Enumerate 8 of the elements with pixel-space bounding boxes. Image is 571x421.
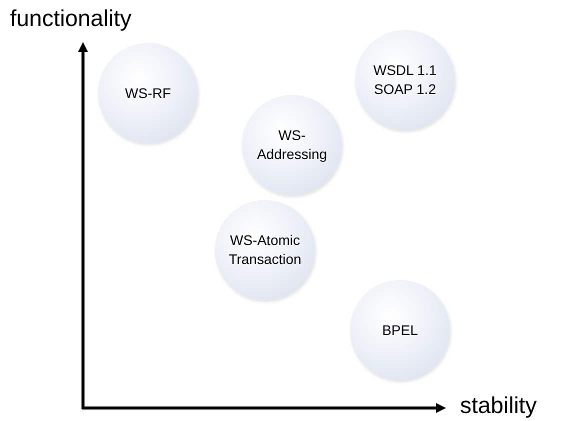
bubble-label: WS-RF — [125, 84, 171, 102]
bubble-label: WSDL 1.1 — [373, 61, 437, 80]
x-axis-title: stability — [460, 392, 537, 419]
bubble-label: SOAP 1.2 — [374, 80, 436, 99]
bubble-label: WS-Atomic Transaction — [228, 231, 302, 269]
y-axis-title: functionality — [10, 5, 132, 32]
bubble-label: BPEL — [382, 320, 418, 340]
bubble-label: WS- Addressing — [256, 126, 328, 164]
